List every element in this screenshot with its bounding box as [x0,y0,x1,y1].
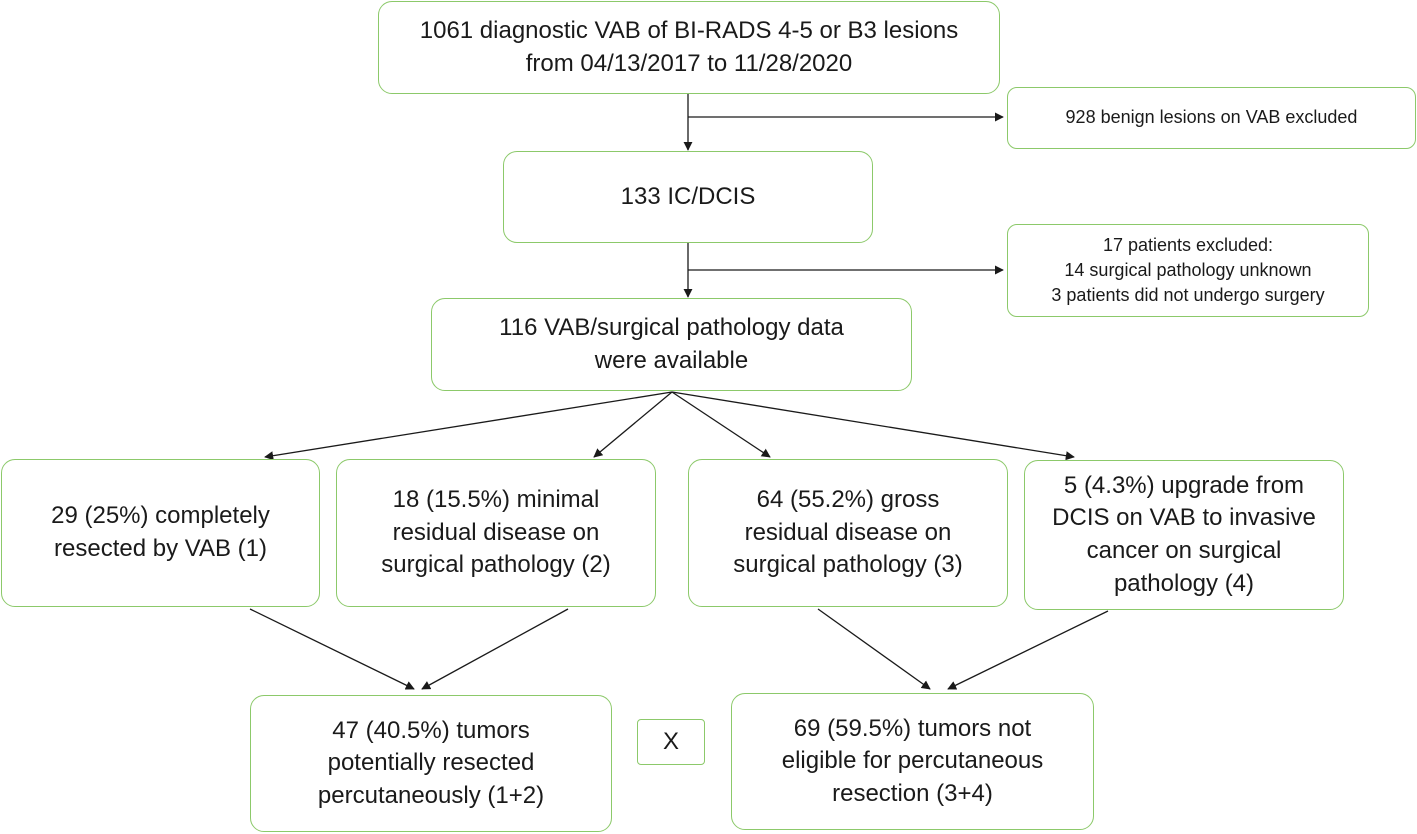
node-outcome-resected-label: 47 (40.5%) tumors potentially resected p… [317,716,545,809]
node-excluded-patients-label: 17 patients excluded: 14 surgical pathol… [1051,234,1325,306]
arrow-group4-to-outcome-not-eligible [947,610,1109,690]
node-start: 1061 diagnostic VAB of BI-RADS 4-5 or B3… [378,1,1000,94]
arrow-group2-to-outcome-resected [421,608,569,690]
node-group2-label: 18 (15.5%) minimal residual disease on s… [381,486,611,579]
arrow-group1-to-outcome-resected [249,608,415,690]
node-excluded-benign: 928 benign lesions on VAB excluded [1007,87,1416,149]
node-excluded-benign-label: 928 benign lesions on VAB excluded [1065,107,1358,128]
node-ic-dcis-label: 133 IC/DCIS [620,182,756,210]
node-group1-label: 29 (25%) completely resected by VAB (1) [51,502,270,562]
node-outcome-resected: 47 (40.5%) tumors potentially resected p… [250,695,612,832]
node-versus-label: X [662,727,679,755]
arrow-available-to-group1 [264,391,673,461]
node-outcome-not-eligible-label: 69 (59.5%) tumors not eligible for percu… [781,714,1044,807]
node-start-label: 1061 diagnostic VAB of BI-RADS 4-5 or B3… [419,16,959,77]
node-group3-label: 64 (55.2%) gross residual disease on sur… [733,486,963,579]
node-excluded-patients: 17 patients excluded: 14 surgical pathol… [1007,224,1369,317]
node-group4: 5 (4.3%) upgrade from DCIS on VAB to inv… [1024,460,1344,610]
arrow-group3-to-outcome-not-eligible [817,608,931,690]
arrow-available-to-group4 [671,391,1075,461]
node-group4-label: 5 (4.3%) upgrade from DCIS on VAB to inv… [1052,471,1316,597]
node-available-label: 116 VAB/surgical pathology data were ava… [499,313,844,374]
node-group3: 64 (55.2%) gross residual disease on sur… [688,459,1008,607]
arrow-available-to-group3 [671,391,771,458]
node-ic-dcis: 133 IC/DCIS [503,151,873,243]
node-group1: 29 (25%) completely resected by VAB (1) [1,459,320,607]
node-outcome-not-eligible: 69 (59.5%) tumors not eligible for percu… [731,693,1094,830]
node-group2: 18 (15.5%) minimal residual disease on s… [336,459,656,607]
arrow-available-to-group2 [593,391,673,458]
node-versus: X [637,719,705,765]
node-available: 116 VAB/surgical pathology data were ava… [431,298,912,391]
